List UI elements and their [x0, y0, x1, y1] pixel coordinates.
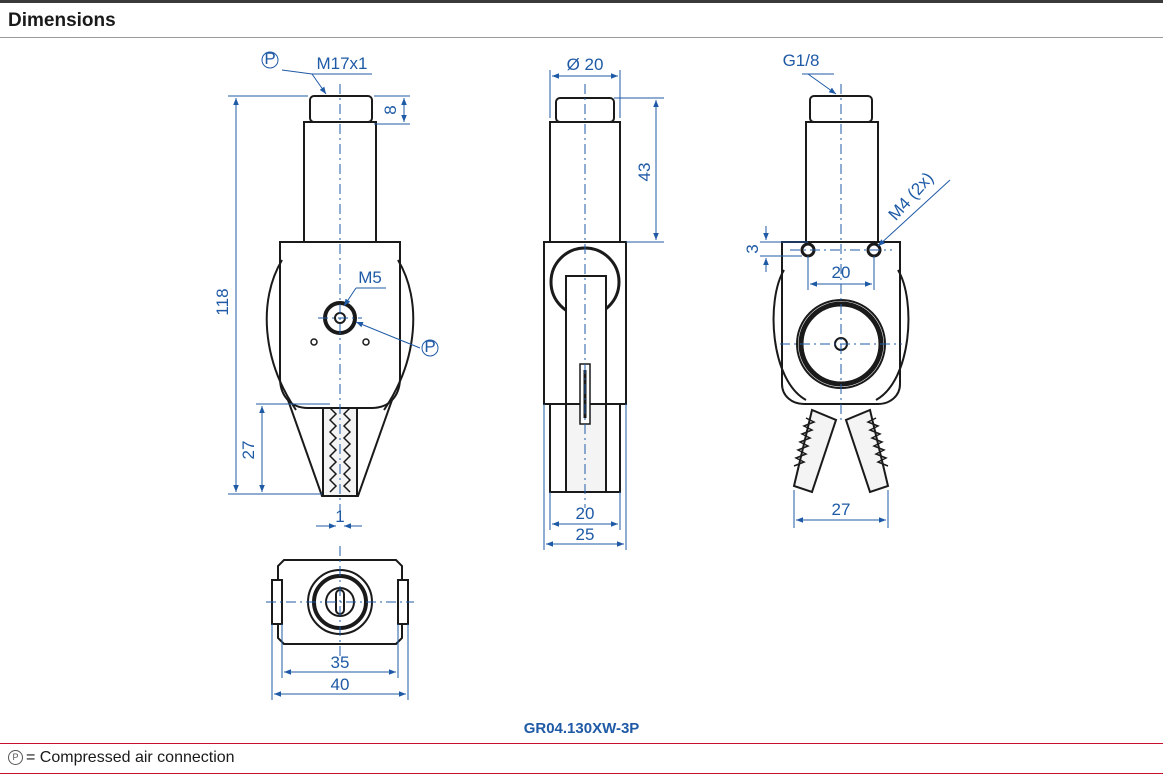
side-view-dimensions	[543, 70, 664, 550]
dim-rear-hole-spacing: 20	[832, 263, 851, 282]
rear-view-dimensions	[760, 73, 951, 528]
section-title: Dimensions	[8, 10, 116, 31]
bottom-line	[0, 773, 1163, 774]
port-symbol-icon: P	[8, 750, 23, 766]
dim-side-outer: 25	[576, 525, 595, 544]
front-view-dimensions	[228, 69, 421, 529]
dim-side-height: 43	[635, 163, 654, 182]
dim-side-inner: 20	[576, 504, 595, 523]
dim-rear-jaw-span: 27	[832, 500, 851, 519]
front-view	[265, 95, 415, 497]
legend: P= Compressed air connection	[8, 749, 235, 767]
section-header: Dimensions	[0, 3, 1163, 38]
dim-rear-port-thread: G1/8	[783, 51, 820, 70]
dim-jaw-gap: 1	[335, 507, 344, 526]
dim-rear-hole-offset: 3	[743, 244, 762, 253]
port-symbol-icon	[261, 51, 279, 69]
top-border	[0, 0, 1163, 3]
bottom-view-dimensions	[271, 624, 409, 700]
front-view-centerline	[318, 84, 362, 512]
port-symbol-top: P	[264, 49, 275, 68]
side-cylinder	[549, 121, 621, 243]
port-symbol-side: P	[424, 337, 435, 356]
dim-height-total: 118	[213, 288, 232, 315]
dim-thread-side: M5	[358, 268, 382, 287]
model-caption: GR04.130XW-3P	[523, 720, 640, 737]
dim-height-cap: 8	[381, 105, 400, 114]
dim-bottom-outer: 40	[331, 675, 350, 694]
dim-thread-top: M17x1	[316, 54, 367, 73]
cap-part	[309, 95, 373, 123]
rear-view-centerline	[780, 84, 902, 420]
technical-drawing: P P M17x1 M5 118 8 27 1 35 40	[213, 49, 951, 700]
divider-line	[0, 743, 1163, 744]
dim-jaw-length: 27	[239, 441, 258, 460]
legend-text: = Compressed air connection	[26, 749, 235, 766]
bottom-view-centerline	[266, 546, 414, 658]
dim-bottom-inner: 35	[331, 653, 350, 672]
port-symbol-icon	[421, 339, 439, 357]
dim-side-diameter: Ø 20	[567, 55, 604, 74]
